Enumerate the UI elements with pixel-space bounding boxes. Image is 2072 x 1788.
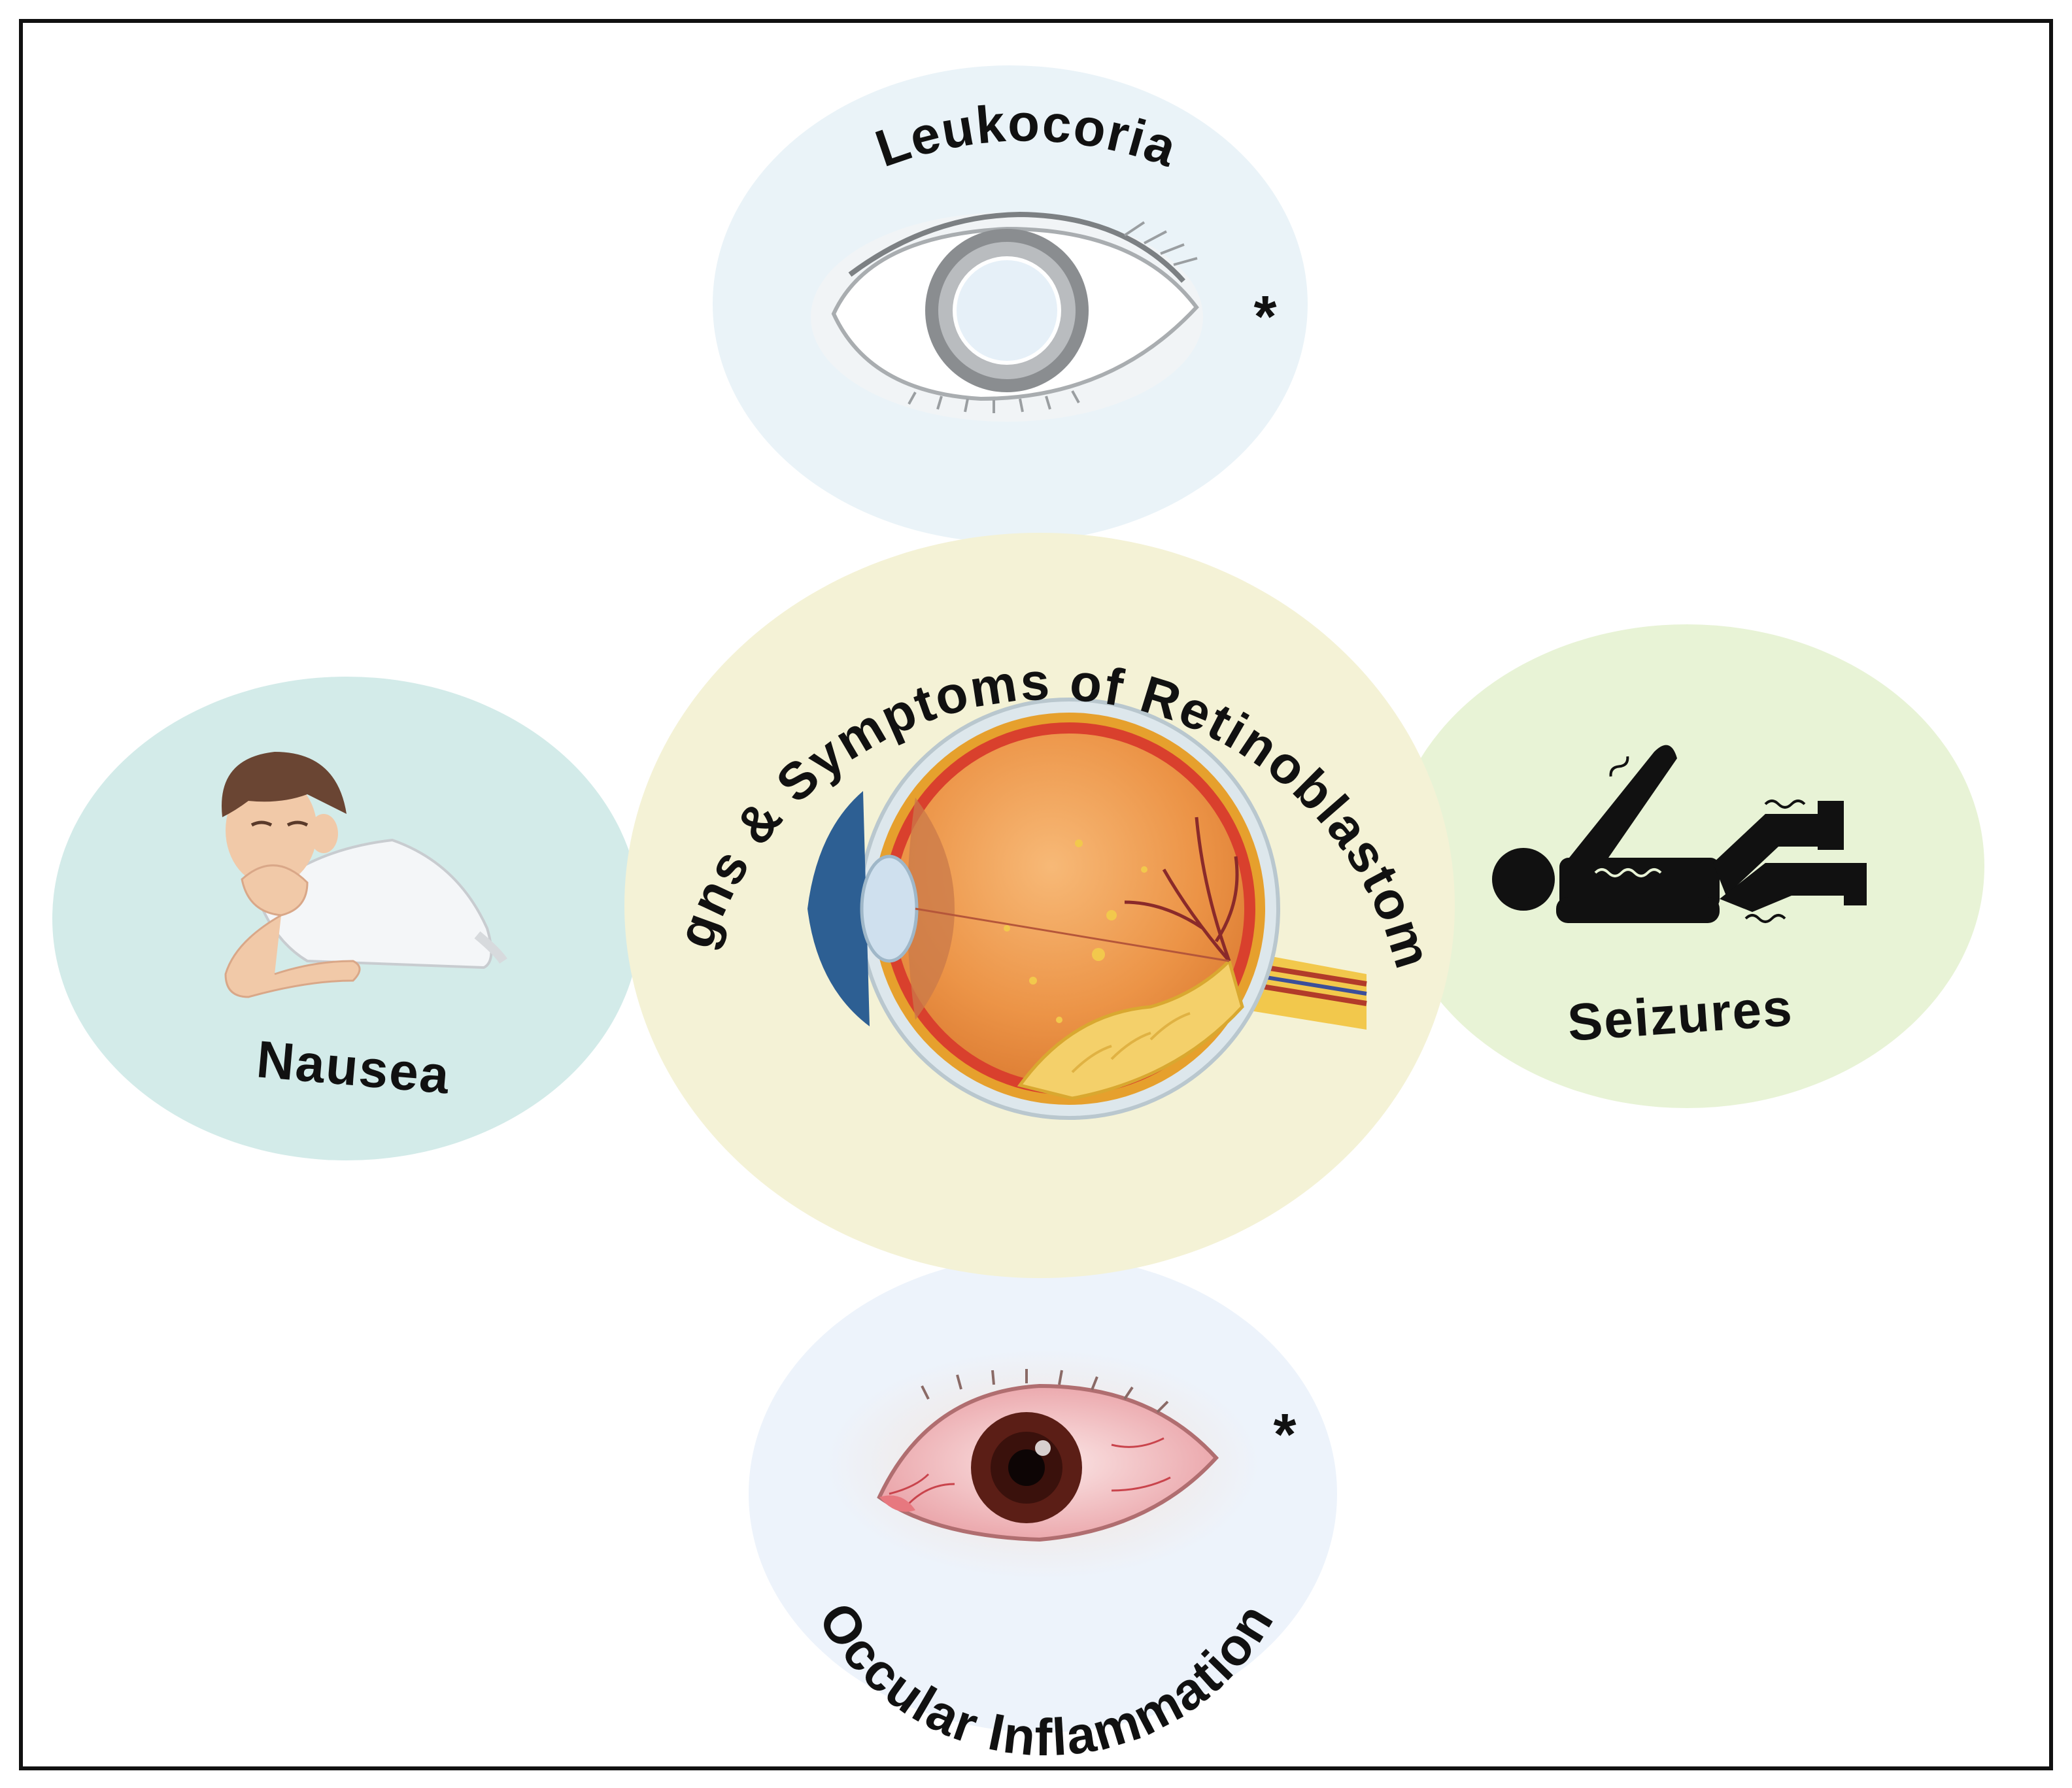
inflammation-marker: * xyxy=(1273,1402,1296,1468)
eye-cross-section-icon xyxy=(807,698,1367,1120)
nauseous-person-icon xyxy=(222,752,507,998)
nausea-node: Nausea xyxy=(52,677,641,1160)
leukocoria-marker: * xyxy=(1253,284,1276,350)
seizures-node: Seizures xyxy=(1389,624,1984,1108)
white-pupil-eye-icon xyxy=(811,211,1203,422)
red-inflamed-eye-icon xyxy=(827,1350,1259,1579)
leukocoria-node: Leukocoria * xyxy=(713,65,1308,543)
seizing-person-icon xyxy=(1492,745,1867,923)
